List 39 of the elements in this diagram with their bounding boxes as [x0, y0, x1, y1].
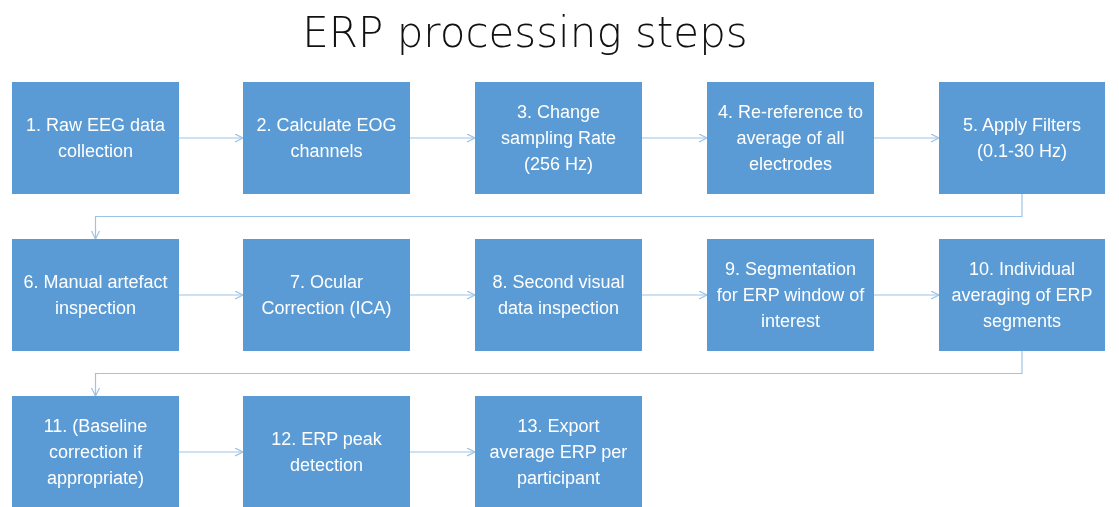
process-box	[12, 82, 179, 194]
step-label: 13. Export average ERP per participant	[488, 415, 629, 490]
process-box	[243, 82, 410, 194]
arrow	[90, 350, 1023, 397]
step-label: 4. Re-reference to average of all electrodes	[716, 101, 865, 176]
process-box	[707, 239, 874, 351]
process-box	[243, 239, 410, 351]
process-box	[939, 239, 1105, 351]
arrow	[873, 290, 940, 300]
process-box	[939, 82, 1105, 194]
step-label: 8. Second visual data inspection	[491, 271, 626, 320]
arrow	[409, 447, 476, 457]
step-label: 5. Apply Filters (0.1-30 Hz)	[961, 114, 1082, 163]
step-label: 6. Manual artefact inspection	[22, 271, 169, 320]
process-box	[707, 82, 874, 194]
arrow	[90, 193, 1023, 240]
arrow	[641, 133, 708, 143]
process-box	[12, 239, 179, 351]
arrow	[873, 133, 940, 143]
process-box	[475, 82, 642, 194]
arrow	[409, 290, 476, 300]
arrow	[178, 290, 244, 300]
process-box	[243, 396, 410, 507]
arrow	[409, 133, 476, 143]
process-box	[475, 396, 642, 507]
arrow	[641, 290, 708, 300]
process-box	[475, 239, 642, 351]
arrow	[178, 133, 244, 143]
arrow	[178, 447, 244, 457]
step-label: 11. (Baseline correction if appropriate)	[42, 415, 149, 490]
step-label: 1. Raw EEG data collection	[24, 114, 167, 163]
step-label: 12. ERP peak detection	[270, 428, 383, 477]
step-label: 2. Calculate EOG channels	[255, 114, 398, 163]
step-label: 7. Ocular Correction (ICA)	[260, 271, 393, 320]
step-label: 3. Change sampling Rate (256 Hz)	[499, 101, 618, 176]
step-label: 9. Segmentation for ERP window of interest	[715, 258, 866, 333]
step-label: 10. Individual averaging of ERP segments	[950, 258, 1094, 333]
process-box	[12, 396, 179, 507]
diagram-title: ERP processing steps	[301, 8, 749, 57]
